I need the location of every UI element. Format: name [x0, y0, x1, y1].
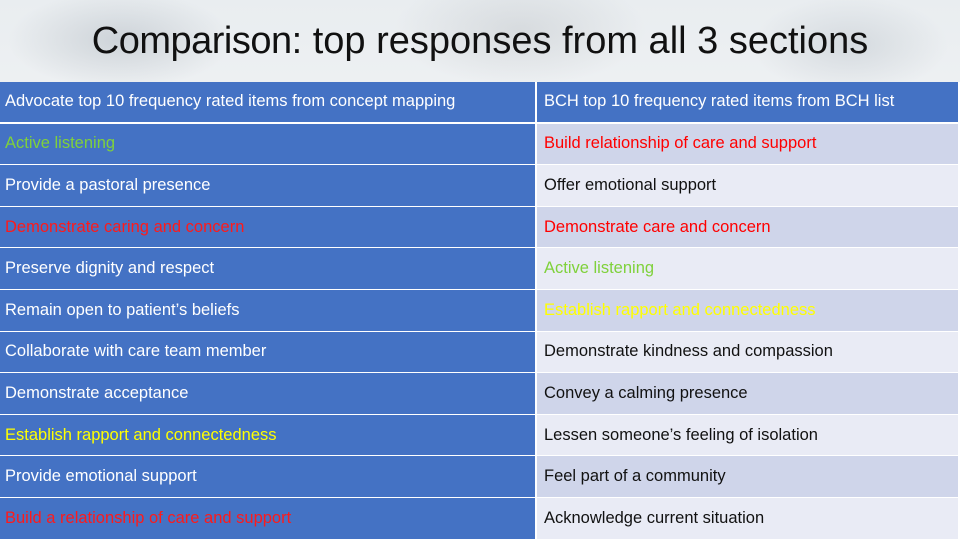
advocate-item-7: Demonstrate acceptance [0, 373, 537, 415]
advocate-item-1: Active listening [0, 123, 537, 166]
bch-item-5: Establish rapport and connectedness [537, 289, 960, 332]
advocate-item-4: Preserve dignity and respect [0, 248, 537, 290]
bch-item-3: Demonstrate care and concern [537, 206, 960, 249]
advocate-item-3: Demonstrate caring and concern [0, 206, 537, 249]
bch-item-10: Acknowledge current situation [537, 497, 960, 540]
advocate-item-5: Remain open to patient’s beliefs [0, 289, 537, 332]
header-advocate: Advocate top 10 frequency rated items fr… [0, 82, 537, 124]
advocate-item-10: Build a relationship of care and support [0, 497, 537, 540]
bch-item-9: Feel part of a community [537, 456, 960, 498]
bch-item-1: Build relationship of care and support [537, 123, 960, 166]
header-bch: BCH top 10 frequency rated items from BC… [537, 82, 960, 124]
advocate-item-2: Provide a pastoral presence [0, 165, 537, 207]
title-rest: : top responses from all 3 sections [291, 20, 869, 62]
bch-item-4: Active listening [537, 248, 960, 290]
bch-item-6: Demonstrate kindness and compassion [537, 331, 960, 374]
comparison-table: Advocate top 10 frequency rated items fr… [0, 82, 960, 540]
advocate-item-9: Provide emotional support [0, 456, 537, 498]
title-strong: Comparison [91, 20, 292, 62]
bch-item-2: Offer emotional support [537, 165, 960, 207]
bch-item-7: Convey a calming presence [537, 373, 960, 415]
advocate-item-6: Collaborate with care team member [0, 331, 537, 374]
advocate-item-8: Establish rapport and connectedness [0, 414, 537, 457]
bch-item-8: Lessen someone’s feeling of isolation [537, 414, 960, 457]
slide-title: Comparison: top responses from all 3 sec… [0, 20, 960, 63]
